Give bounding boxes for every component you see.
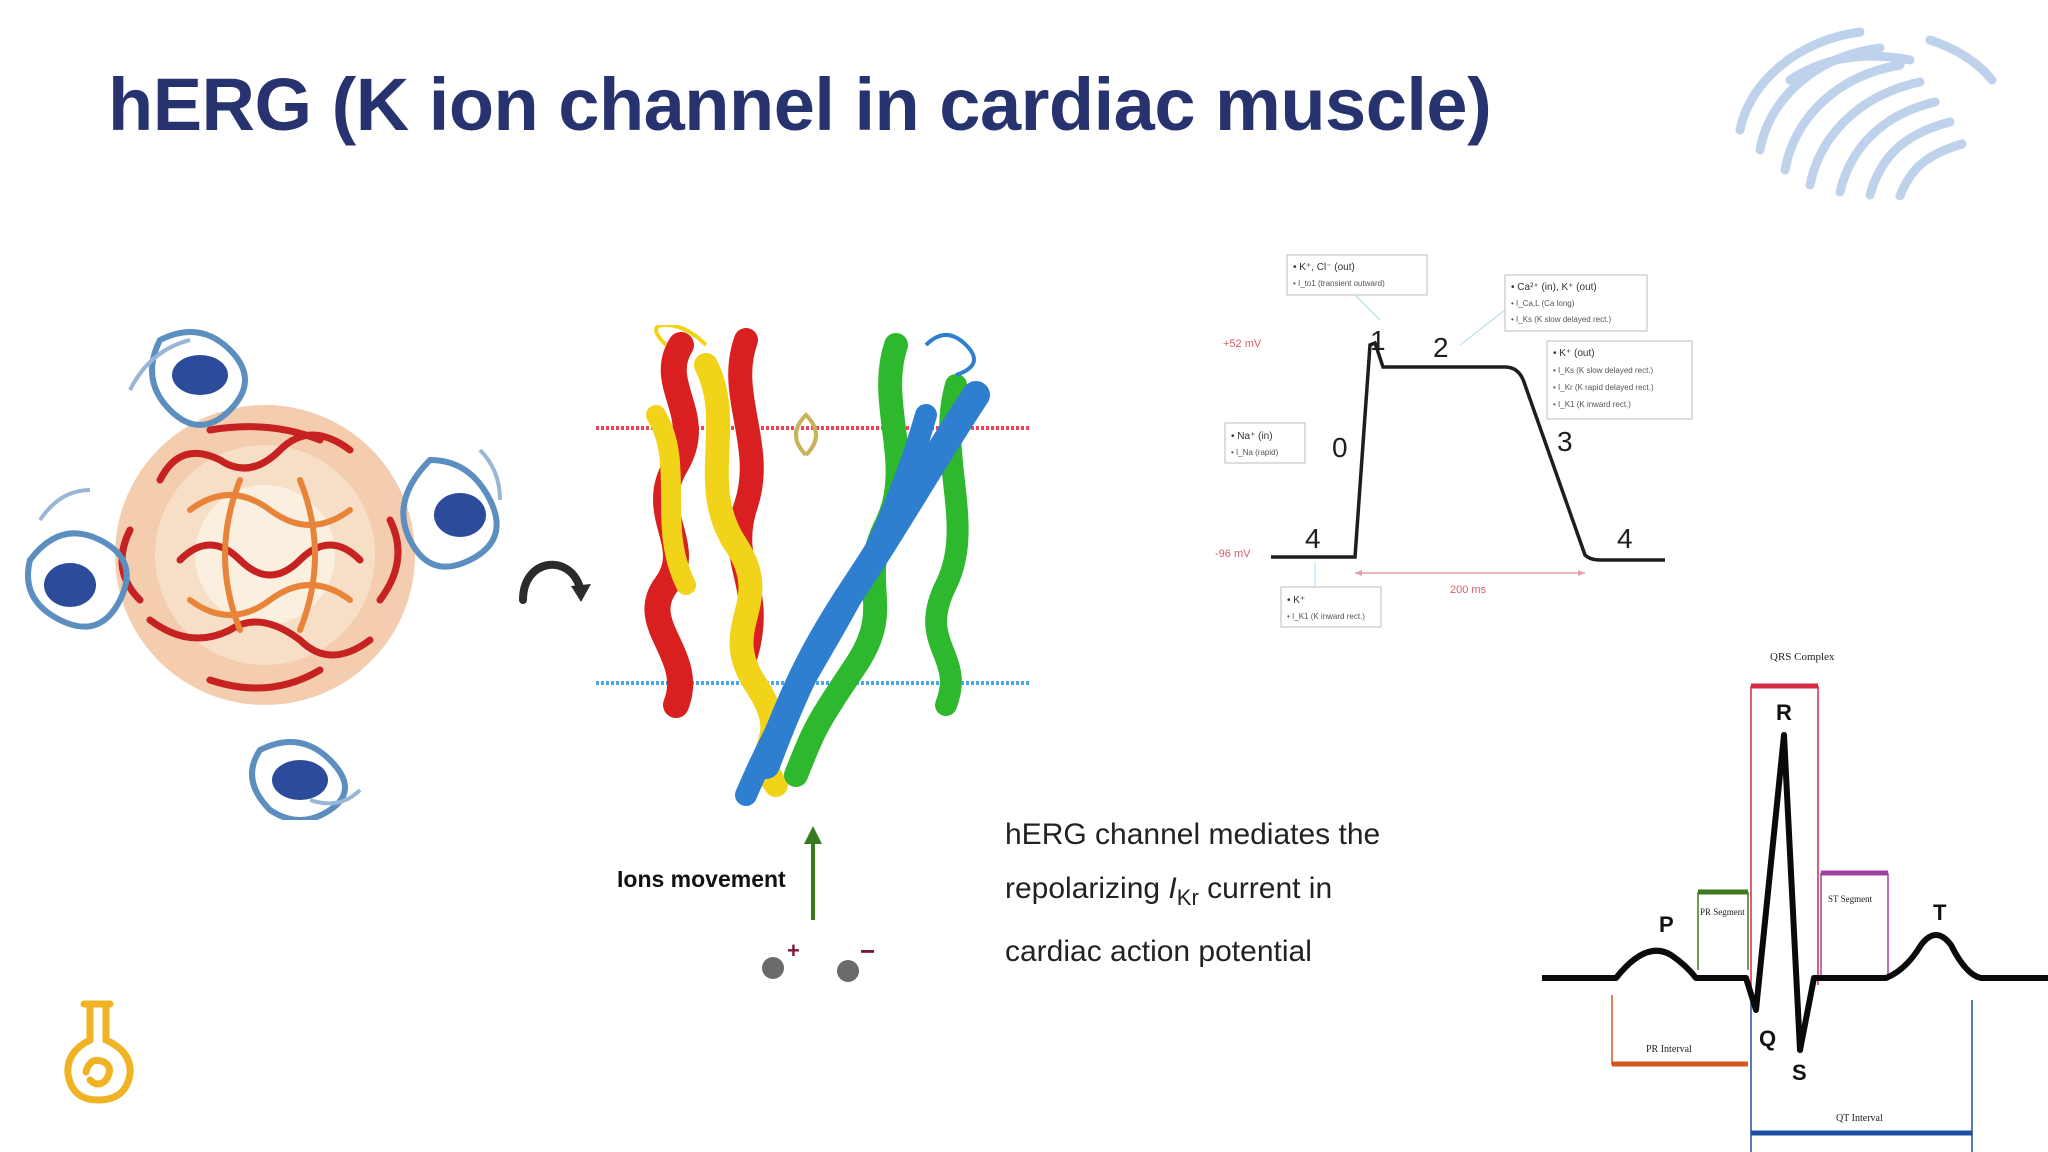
st-segment-label: ST Segment <box>1828 894 1873 904</box>
protein-top-view-image <box>25 329 502 820</box>
svg-text:• K⁺: • K⁺ <box>1287 595 1305 606</box>
svg-text:• I_Ks (K slow delayed rect.): • I_Ks (K slow delayed rect.) <box>1511 315 1612 324</box>
description-line-1: hERG channel mediates the <box>1005 818 1381 851</box>
ecg-label-P: P <box>1659 912 1674 937</box>
svg-text:• K⁺ (out): • K⁺ (out) <box>1553 348 1595 359</box>
ecg-diagram: QRS Complex PR Segment ST Segment PR Int… <box>1542 651 2048 1152</box>
ions-movement-label: Ions movement <box>617 866 786 892</box>
negative-sign: − <box>860 940 875 966</box>
slide-title: hERG (K ion channel in cardiac muscle) <box>108 63 1492 146</box>
fingerprint-logo-icon <box>1735 27 1997 200</box>
phase2-info-box: • Ca²⁺ (in), K⁺ (out) • I_Ca,L (Ca long)… <box>1459 274 1648 346</box>
phase-label-1: 1 <box>1370 325 1386 356</box>
voltage-top-label: +52 mV <box>1223 338 1262 350</box>
phase-label-4-left: 4 <box>1305 523 1321 554</box>
pr-interval-label: PR Interval <box>1646 1044 1692 1055</box>
svg-text:• I_Ks (K slow delayed rect.): • I_Ks (K slow delayed rect.) <box>1553 366 1654 375</box>
pr-segment-label: PR Segment <box>1700 907 1745 917</box>
ecg-label-T: T <box>1933 900 1947 925</box>
ion-particles: + − <box>762 940 875 982</box>
negative-ion <box>837 960 859 982</box>
phase0-info-box: • Na⁺ (in) • I_Na (rapid) <box>1224 422 1306 464</box>
protein-core <box>115 405 415 705</box>
ion-flow-arrow-icon <box>804 826 822 920</box>
action-potential-diagram: +52 mV -96 mV 200 ms 0 1 2 3 4 4 • K⁺, C… <box>1215 254 1693 628</box>
phase-label-4-right: 4 <box>1617 523 1633 554</box>
svg-text:• I_to1 (transient outward): • I_to1 (transient outward) <box>1293 279 1385 288</box>
phase3-info-box: • K⁺ (out) • I_Ks (K slow delayed rect.)… <box>1546 340 1693 420</box>
svg-text:• I_Ca,L (Ca long): • I_Ca,L (Ca long) <box>1511 299 1575 308</box>
qt-interval-label: QT Interval <box>1836 1113 1883 1124</box>
voltage-bottom-label: -96 mV <box>1215 548 1251 560</box>
ecg-label-Q: Q <box>1759 1026 1776 1051</box>
herg-description: hERG channel mediates the repolarizing I… <box>1005 808 1425 979</box>
phase-label-2: 2 <box>1433 332 1449 363</box>
action-potential-curve <box>1271 340 1665 562</box>
positive-sign: + <box>787 940 800 963</box>
svg-text:• K⁺, Cl⁻ (out): • K⁺, Cl⁻ (out) <box>1293 262 1355 273</box>
svg-text:• Ca²⁺ (in), K⁺ (out): • Ca²⁺ (in), K⁺ (out) <box>1511 282 1597 293</box>
svg-text:• I_K1 (K inward rect.): • I_K1 (K inward rect.) <box>1553 400 1631 409</box>
ecg-waveform <box>1542 732 2048 1053</box>
phase4-info-box: • K⁺ • I_K1 (K inward rect.) <box>1280 563 1382 628</box>
svg-text:• Na⁺ (in): • Na⁺ (in) <box>1231 431 1273 442</box>
svg-text:• I_Na (rapid): • I_Na (rapid) <box>1231 448 1279 457</box>
rotation-arrow-icon <box>519 560 591 604</box>
ecg-label-R: R <box>1776 700 1792 725</box>
duration-label: 200 ms <box>1450 584 1487 596</box>
phase-label-3: 3 <box>1557 426 1573 457</box>
channel-side-view-image <box>596 325 1031 815</box>
description-line-2: repolarizing IKr current in <box>1005 872 1333 910</box>
svg-text:• I_Kr (K rapid delayed rect.): • I_Kr (K rapid delayed rect.) <box>1553 383 1654 392</box>
flask-logo-icon <box>64 1000 134 1104</box>
ecg-label-S: S <box>1792 1060 1807 1085</box>
description-line-3: cardiac action potential <box>1005 935 1312 968</box>
qrs-complex-label-1: QRS Complex <box>1770 651 1835 663</box>
svg-text:• I_K1 (K inward rect.): • I_K1 (K inward rect.) <box>1287 612 1365 621</box>
phase1-info-box: • K⁺, Cl⁻ (out) • I_to1 (transient outwa… <box>1286 254 1428 321</box>
phase-label-0: 0 <box>1332 432 1348 463</box>
positive-ion <box>762 957 784 979</box>
